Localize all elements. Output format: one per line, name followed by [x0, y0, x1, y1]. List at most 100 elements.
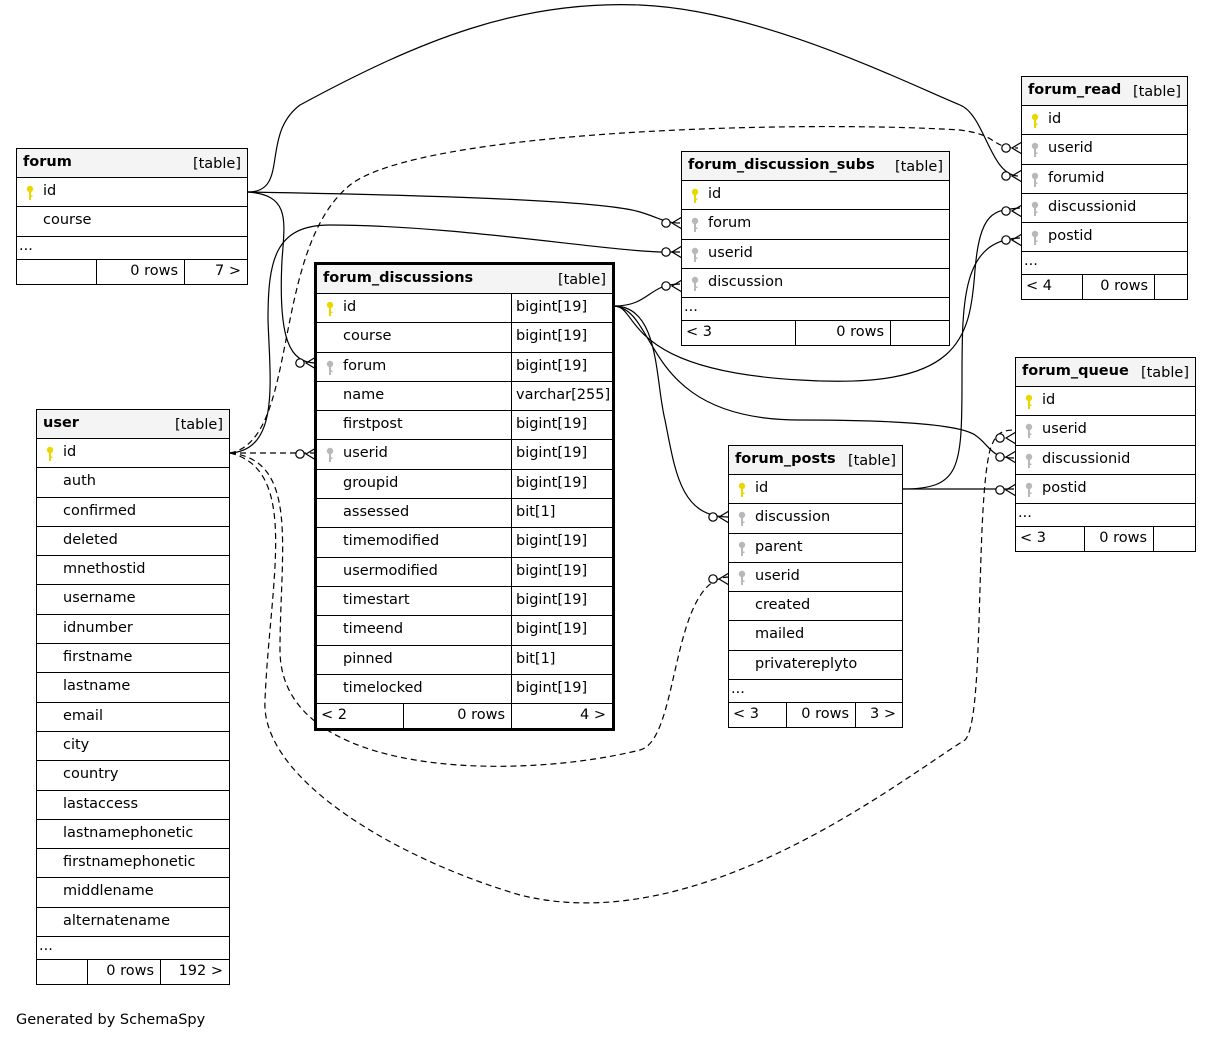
- column-row-discussionid[interactable]: discussionid: [1022, 194, 1187, 224]
- column-row-id[interactable]: id: [1022, 106, 1187, 136]
- column-row-email[interactable]: email: [37, 703, 229, 732]
- column-row-course[interactable]: course: [17, 207, 247, 237]
- column-name: confirmed: [63, 502, 137, 519]
- edge-discussions-read-discussionid: [613, 207, 1021, 382]
- table-header: user[table]: [37, 410, 229, 439]
- column-row-postid[interactable]: postid: [1022, 223, 1187, 253]
- column-name: lastname: [63, 678, 131, 695]
- more-columns-ellipsis: ...: [19, 237, 33, 254]
- parents-count[interactable]: [17, 260, 96, 284]
- children-count[interactable]: 3 >: [855, 703, 902, 728]
- edge-posts-read-postid: [901, 237, 1021, 490]
- table-type: [table]: [847, 453, 896, 469]
- column-row-auth[interactable]: auth: [37, 468, 229, 498]
- column-type: bigint[19]: [511, 411, 612, 440]
- column-row-forum[interactable]: forum: [682, 210, 949, 240]
- column-row-lastnamephonetic[interactable]: lastnamephonetic: [37, 820, 229, 850]
- children-count[interactable]: 192 >: [160, 960, 229, 985]
- column-row-parent[interactable]: parent: [729, 534, 902, 563]
- column-row-middlename[interactable]: middlename: [37, 878, 229, 908]
- column-row-city[interactable]: city: [37, 732, 229, 762]
- column-row-mnethostid[interactable]: mnethostid: [37, 556, 229, 586]
- column-name: forumid: [1048, 169, 1105, 186]
- column-row-discussion[interactable]: discussion: [729, 504, 902, 534]
- primary-key-icon: [1031, 113, 1039, 128]
- column-row-created[interactable]: created: [729, 592, 902, 622]
- parents-count[interactable]: < 3: [733, 706, 759, 723]
- edge-user-discussion-subs-userid: [229, 224, 680, 454]
- column-row-mailed[interactable]: mailed: [729, 621, 902, 651]
- children-count[interactable]: 4 >: [511, 704, 612, 729]
- children-count[interactable]: 7 >: [184, 259, 247, 284]
- column-row-username[interactable]: username: [37, 585, 229, 615]
- column-row-lastname[interactable]: lastname: [37, 673, 229, 703]
- row-count: 0 rows: [96, 259, 184, 284]
- column-row-privatereplyto[interactable]: privatereplyto: [729, 651, 902, 681]
- column-type: bigint[19]: [511, 674, 612, 704]
- primary-key-icon: [26, 185, 34, 200]
- column-row-forumid[interactable]: forumid: [1022, 165, 1187, 194]
- column-row-discussionid[interactable]: discussionid: [1016, 446, 1195, 475]
- column-row-id[interactable]: id: [1016, 387, 1195, 417]
- column-row-userid[interactable]: userid: [729, 563, 902, 593]
- children-count[interactable]: [890, 321, 949, 346]
- parents-count[interactable]: < 2: [321, 707, 347, 724]
- column-row-alternatename[interactable]: alternatename: [37, 908, 229, 938]
- children-count[interactable]: [1154, 275, 1187, 300]
- column-name: email: [63, 707, 103, 724]
- column-row-userid[interactable]: userid: [682, 240, 949, 269]
- column-row-userid[interactable]: userid: [1022, 135, 1187, 165]
- column-row-confirmed[interactable]: confirmed: [37, 498, 229, 527]
- foreign-key-icon: [738, 570, 746, 585]
- parents-count[interactable]: < 3: [686, 324, 712, 341]
- column-row-deleted[interactable]: deleted: [37, 527, 229, 557]
- parents-count[interactable]: < 4: [1026, 278, 1052, 295]
- column-row-discussion[interactable]: discussion: [682, 269, 949, 299]
- column-row-id[interactable]: id: [17, 178, 247, 208]
- column-row-userid[interactable]: userid: [1016, 416, 1195, 446]
- row-count: 0 rows: [786, 703, 855, 728]
- column-row-idnumber[interactable]: idnumber: [37, 615, 229, 645]
- foreign-key-icon: [1031, 230, 1039, 246]
- column-row-country[interactable]: country: [37, 761, 229, 791]
- column-row-id[interactable]: id: [37, 439, 229, 469]
- column-row-id[interactable]: id: [682, 181, 949, 211]
- column-row-firstnamephonetic[interactable]: firstnamephonetic: [37, 849, 229, 879]
- column-row-postid[interactable]: postid: [1016, 475, 1195, 505]
- column-row-lastaccess[interactable]: lastaccess: [37, 791, 229, 820]
- column-name: privatereplyto: [755, 655, 858, 672]
- column-name: mailed: [755, 626, 805, 643]
- more-columns-row: ...: [1016, 504, 1195, 528]
- children-count[interactable]: [1153, 527, 1195, 552]
- parents-count[interactable]: < 3: [1020, 530, 1046, 547]
- column-name: lastnamephonetic: [63, 824, 194, 841]
- foreign-key-icon: [691, 218, 699, 233]
- parents-count[interactable]: [37, 960, 87, 984]
- column-name: postid: [1048, 228, 1093, 245]
- column-row-id[interactable]: id: [729, 475, 902, 505]
- column-row-firstname[interactable]: firstname: [37, 644, 229, 674]
- column-name: id: [63, 444, 77, 460]
